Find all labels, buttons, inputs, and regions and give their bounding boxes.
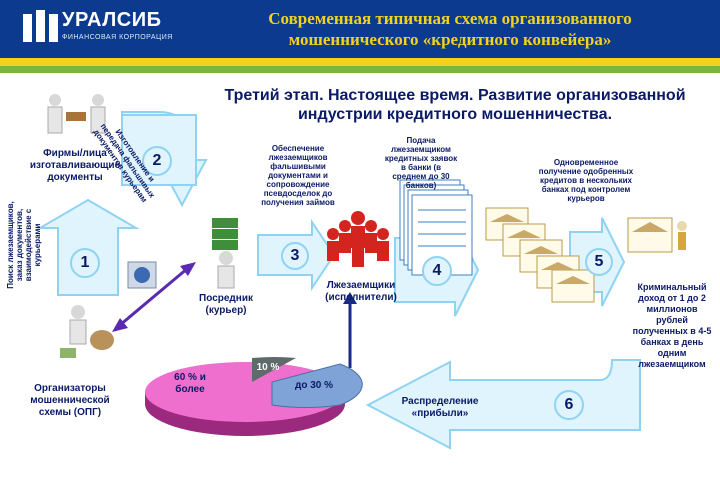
step-6-badge: 6 [554,390,584,420]
borrowers-crowd-icon [327,211,389,267]
distribution-label: Распределение «прибыли» [390,396,490,420]
distribution-line-2: «прибыли» [390,408,490,420]
intermediary-line-1: Посредник [186,293,266,305]
simultaneous-label: Одновременное получение одобренных креди… [536,158,636,203]
borrowers-line-1: Лжезаемщики [316,280,406,292]
step-5-badge: 5 [585,248,613,276]
step-1-badge: 1 [70,248,100,278]
step-3-badge: 3 [281,242,309,270]
borrowers-label: Лжезаемщики (исполнители) [316,280,406,304]
pie-label-mid: до 30 % [284,380,344,391]
intermediary-line-2: (курьер) [186,305,266,317]
step-4-badge: 4 [422,256,452,286]
apply-label: Подача лжезаемщиком кредитных заявок в б… [384,136,458,190]
bank-with-courier-icon [628,218,687,252]
provision-label: Обеспечение лжезаемщиков фальшивыми доку… [250,144,346,207]
income-label: Криминальный доход от 1 до 2 миллионов р… [630,282,714,370]
organizers-label: Организаторы мошеннической схемы (ОПГ) [16,383,124,419]
pie-label-small: 10 % [250,362,286,373]
pie-label-large: 60 % и более [160,372,220,396]
borrowers-line-2: (исполнители) [316,292,406,304]
phone-icon [128,262,156,288]
organizers-moneybag-icon [60,305,114,358]
intermediary-label: Посредник (курьер) [186,293,266,317]
search-borrowers-label: Поиск лжезаемщиков, заказ документов, вз… [6,190,42,300]
distribution-line-1: Распределение [390,396,490,408]
intermediary-courier-icon [212,218,238,288]
